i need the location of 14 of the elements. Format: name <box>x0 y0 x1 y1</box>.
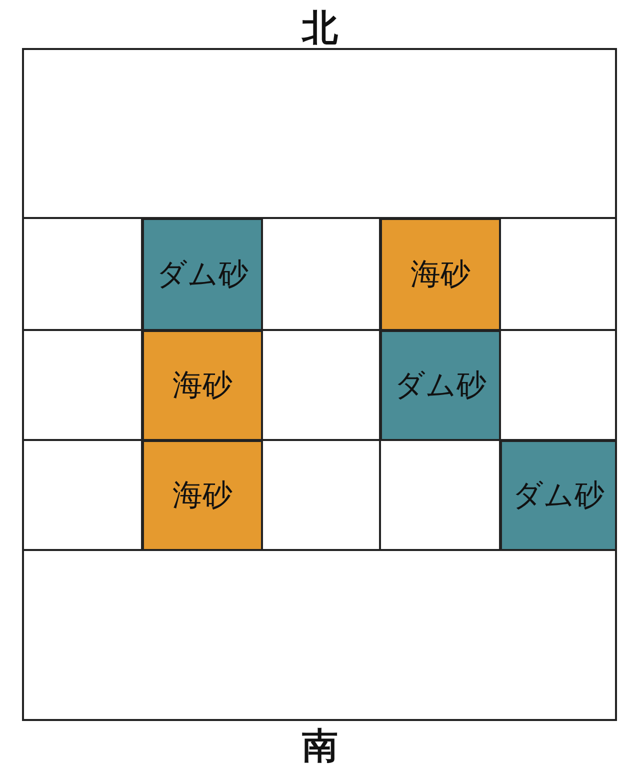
cell-label: ダム砂 <box>512 477 604 515</box>
cell-label: 海砂 <box>172 367 232 405</box>
sand-cell <box>142 330 263 441</box>
direction-label: 南 <box>302 725 338 766</box>
sand-cell <box>142 440 263 551</box>
sand-cell <box>142 218 263 331</box>
cell-label: ダム砂 <box>394 367 486 405</box>
direction-label: 北 <box>302 7 338 51</box>
sand-cell <box>380 218 501 331</box>
cell-label: 海砂 <box>172 477 232 515</box>
sand-cell <box>500 440 617 551</box>
sand-cell <box>380 330 501 441</box>
cell-label: 海砂 <box>410 256 470 294</box>
cell-label: ダム砂 <box>156 256 248 294</box>
